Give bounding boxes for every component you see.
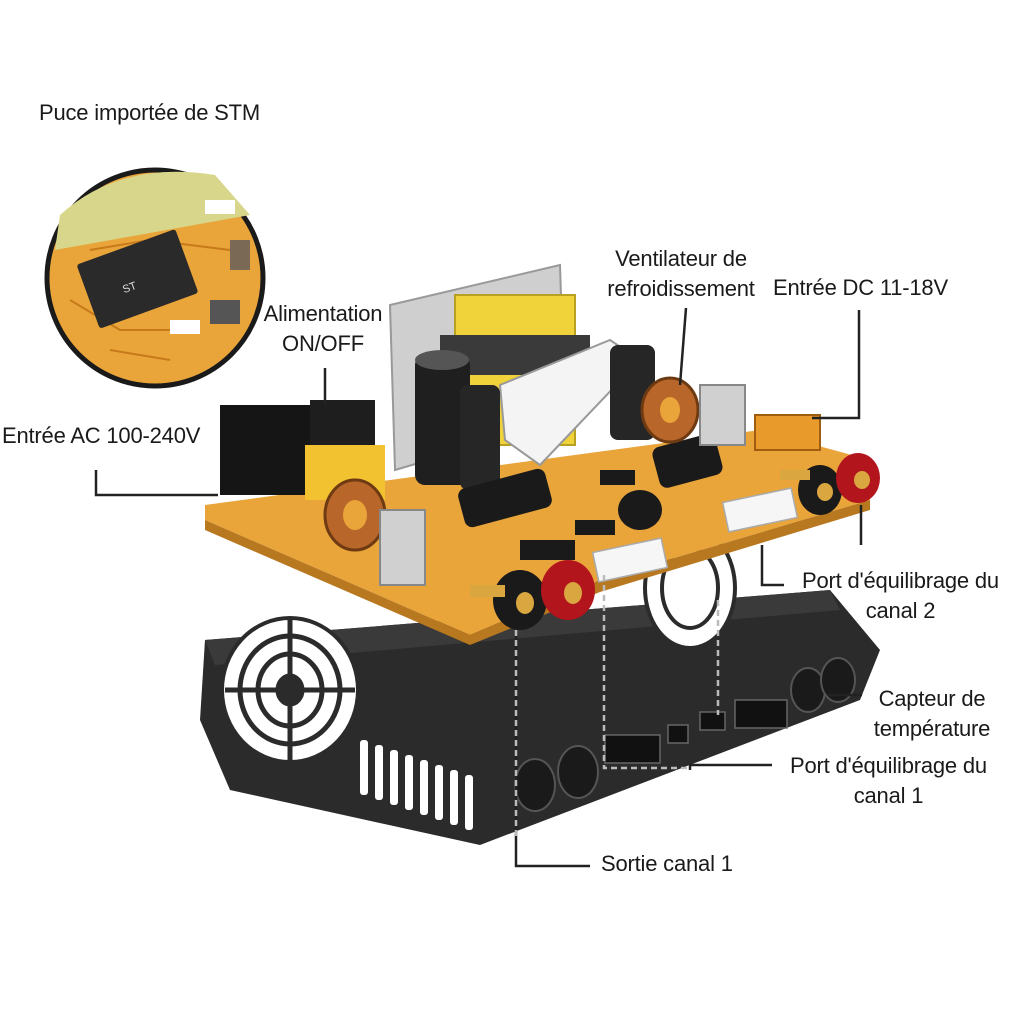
pcb-banana-jacks: [470, 453, 880, 630]
label-ac-input: Entrée AC 100-240V: [2, 423, 201, 448]
label-balance-port-ch1-line2: canal 1: [853, 783, 924, 808]
label-power-switch-line2: ON/OFF: [282, 331, 364, 356]
label-balance-port-ch2: Port d'équilibrage du canal 2: [788, 566, 1013, 626]
case-vent-slots: [360, 740, 473, 830]
label-dc-input: Entrée DC 11-18V: [773, 275, 948, 300]
label-power-switch: Alimentation ON/OFF: [258, 299, 388, 359]
label-power-switch-line1: Alimentation: [263, 301, 383, 326]
case-output-sockets: [514, 657, 856, 812]
label-temperature-sensor-line2: température: [873, 716, 991, 741]
case-fan-grill: [220, 616, 360, 764]
label-temperature-sensor-line1: Capteur de: [878, 686, 986, 711]
svg-text:ST: ST: [121, 280, 139, 296]
label-cooling-fan-line1: Ventilateur de: [615, 246, 747, 271]
case-port-slots: [604, 699, 788, 764]
label-cooling-fan-line2: refroidissement: [607, 276, 755, 301]
label-temperature-sensor: Capteur de température: [862, 684, 1002, 744]
label-cooling-fan: Ventilateur de refroidissement: [600, 244, 762, 304]
label-balance-port-ch2-line2: canal 2: [865, 598, 936, 623]
dashed-guides: [514, 575, 720, 840]
stm-chip-zoom-circle: ST: [44, 167, 266, 389]
charger-case: [200, 590, 880, 845]
label-output-ch1: Sortie canal 1: [601, 851, 733, 876]
label-balance-port-ch2-line1: Port d'équilibrage du: [802, 568, 999, 593]
label-balance-port-ch1-line1: Port d'équilibrage du: [790, 753, 987, 778]
label-stm-chip: Puce importée de STM: [39, 100, 260, 125]
label-balance-port-ch1: Port d'équilibrage du canal 1: [776, 751, 1001, 811]
charger-pcb: [205, 263, 880, 650]
